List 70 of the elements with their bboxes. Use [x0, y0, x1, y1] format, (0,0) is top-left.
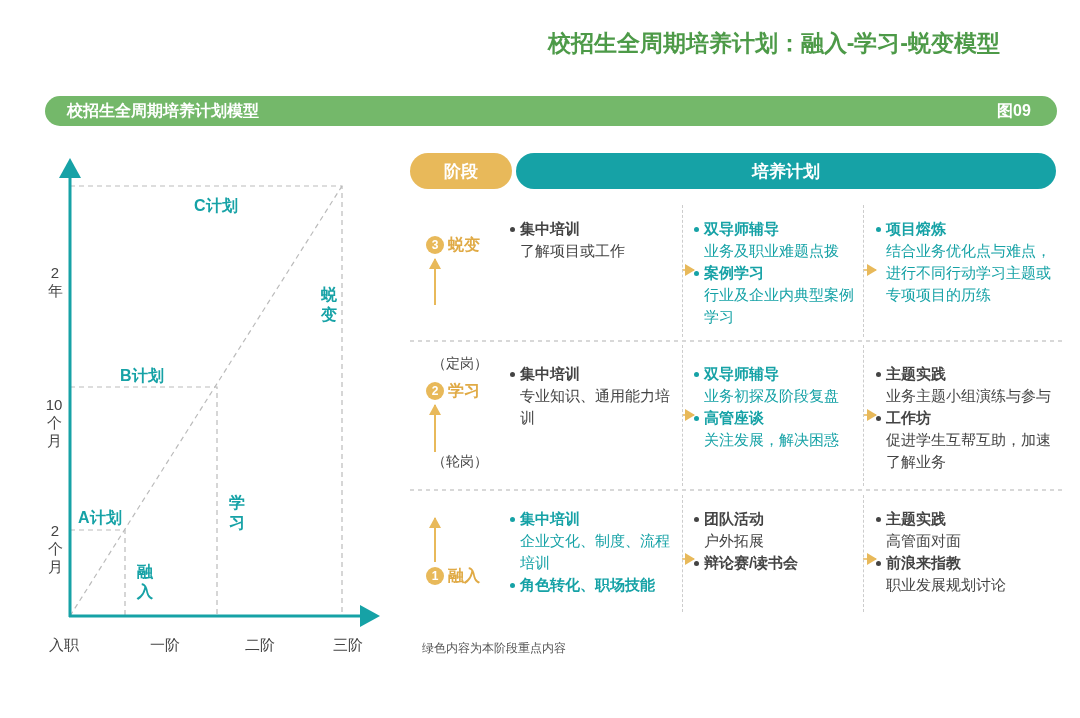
item-heading: 辩论赛/读书会	[694, 552, 855, 574]
step-number-badge: 3	[426, 236, 444, 254]
chevron-arrow	[862, 409, 877, 421]
item-heading: 角色转化、职场技能	[510, 574, 674, 596]
item-heading: 主题实践	[876, 508, 1052, 530]
item-heading: 前浪来指教	[876, 552, 1052, 574]
stage-header: 阶段	[410, 153, 512, 189]
item-heading: 集中培训	[510, 363, 674, 385]
stage-note: （定岗）	[432, 355, 488, 373]
step-number-badge: 1	[426, 567, 444, 585]
table-cell	[694, 495, 864, 612]
item-description: 高管面对面	[885, 531, 962, 551]
item-description: 职业发展规划讨论	[885, 575, 1007, 595]
plan-header: 培养计划	[516, 153, 1056, 189]
axis-tick-label: 2年	[46, 264, 64, 300]
table-cell	[510, 205, 683, 337]
axis-tick-label: 入职	[49, 636, 79, 655]
item-heading: 双导师辅导	[694, 218, 855, 240]
chevron-arrow	[681, 409, 695, 421]
stage-note: （轮岗）	[432, 453, 488, 471]
item-heading: 团队活动	[694, 508, 855, 530]
chevron-arrow	[862, 553, 877, 565]
section-heading: 校招生全周期培养计划模型	[67, 101, 259, 121]
table-cell	[510, 495, 683, 612]
axis-tick-label: 二阶	[245, 636, 275, 655]
arrow	[429, 258, 441, 306]
stage-name: 学习	[448, 380, 480, 401]
item-heading: 集中培训	[510, 508, 674, 530]
item-description: 业务初探及阶段复盘	[703, 386, 840, 406]
item-description: 户外拓展	[703, 531, 765, 551]
plan-label: C计划	[194, 196, 238, 216]
item-description: 关注发展，解决困惑	[703, 430, 840, 450]
chevron-arrow	[681, 264, 695, 276]
axis-tick-label: 三阶	[333, 636, 363, 655]
item-description: 业务及职业难题点拨	[703, 241, 840, 261]
plan-label: B计划	[120, 366, 164, 386]
chevron-arrow	[862, 264, 877, 276]
item-heading: 项目熔炼	[876, 218, 1052, 240]
step-number-badge: 2	[426, 382, 444, 400]
table-cell	[694, 205, 864, 337]
axis-tick-label: 10个月	[44, 396, 64, 450]
item-heading: 主题实践	[876, 363, 1052, 385]
item-description: 专业知识、通用能力培训	[519, 386, 671, 428]
chevron-arrow	[681, 553, 695, 565]
axis-tick-label: 一阶	[150, 636, 180, 655]
arrow	[429, 517, 441, 563]
item-heading: 集中培训	[510, 218, 674, 240]
note: 绿色内容为本阶段重点内容	[422, 640, 566, 657]
item-heading: 工作坊	[876, 407, 1052, 429]
figure-number: 图09	[997, 101, 1031, 121]
item-heading: 案例学习	[694, 262, 855, 284]
stage-name: 蜕变	[448, 234, 480, 255]
item-description: 行业及企业内典型案例学习	[703, 285, 855, 327]
table-cell	[510, 345, 683, 486]
item-heading: 双导师辅导	[694, 363, 855, 385]
item-description: 企业文化、制度、流程培训	[519, 531, 671, 573]
item-description: 结合业务优化点与难点，进行不同行动学习主题或专项项目的历练	[885, 241, 1052, 305]
phase-label: 融入	[137, 562, 154, 602]
item-description: 业务主题小组演练与参与	[885, 386, 1052, 406]
phase-label: 学习	[229, 493, 246, 533]
arrow	[429, 404, 441, 453]
plan-label: A计划	[78, 508, 122, 528]
item-heading: 高管座谈	[694, 407, 855, 429]
phase-label: 蜕变	[321, 285, 338, 325]
axis-tick-label: 2个月	[46, 522, 64, 576]
item-description: 促进学生互帮互助，加速了解业务	[885, 430, 1052, 472]
item-description: 了解项目或工作	[519, 241, 626, 261]
table-cell	[694, 345, 864, 486]
title: 校招生全周期培养计划：融入-学习-蜕变模型	[546, 29, 1000, 58]
stage-name: 融入	[448, 565, 480, 586]
